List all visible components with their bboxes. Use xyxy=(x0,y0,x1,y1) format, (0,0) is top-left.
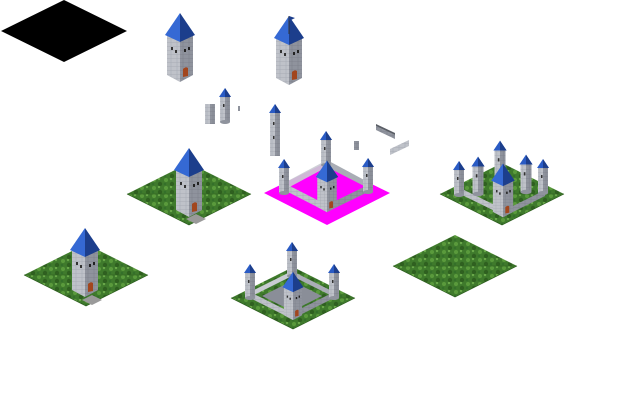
grass-tile-sprite xyxy=(392,234,518,298)
walled-keep-magenta-sprite xyxy=(264,131,390,225)
walled-keep-grass-sprite xyxy=(230,242,356,330)
tower-on-grass-sprite-2 xyxy=(23,228,149,307)
black-isometric-tile-sprite xyxy=(1,0,127,62)
tall-round-tower-sprite xyxy=(269,104,281,156)
tower-on-grass-sprite-1 xyxy=(126,148,252,226)
wall-segment-sprites xyxy=(205,88,240,124)
square-tower-flag-sprite xyxy=(274,16,304,85)
large-castle-grass-sprite xyxy=(439,140,565,226)
square-tower-sprite-a xyxy=(165,13,195,82)
wall-fragment-sprites xyxy=(354,124,409,155)
